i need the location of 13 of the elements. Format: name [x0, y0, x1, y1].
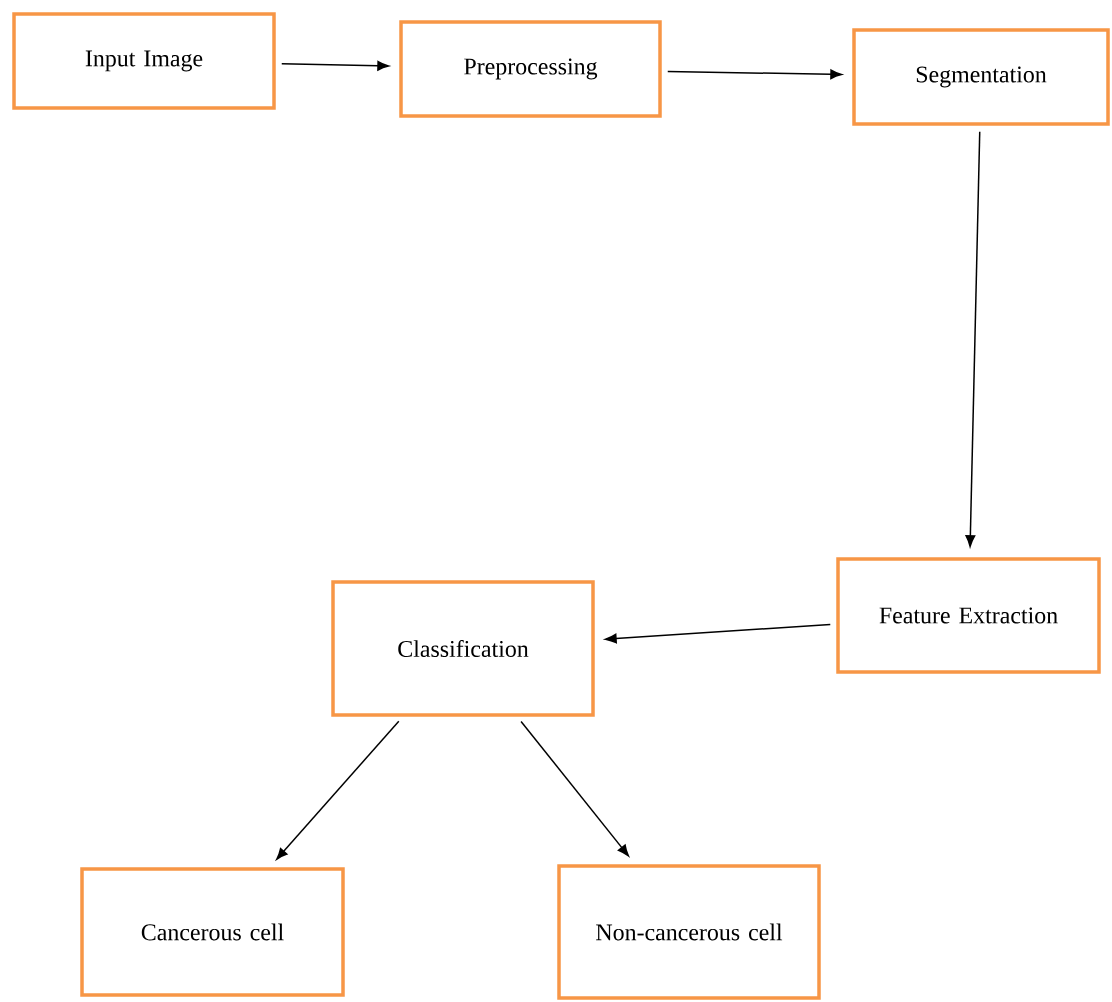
- arrow: [520, 720, 629, 857]
- process-box: Classification: [331, 580, 595, 717]
- process-box: Feature Extraction: [836, 557, 1101, 674]
- process-box: Preprocessing: [399, 20, 662, 118]
- process-box: Cancerous cell: [80, 867, 345, 997]
- arrow: [276, 720, 400, 860]
- process-box: Input Image: [12, 12, 276, 110]
- arrow: [965, 131, 981, 548]
- arrow: [604, 623, 831, 644]
- arrow: [667, 69, 843, 80]
- process-box: Non-cancerous cell: [557, 864, 821, 1000]
- process-box: Segmentation: [852, 28, 1110, 126]
- arrow: [281, 60, 390, 71]
